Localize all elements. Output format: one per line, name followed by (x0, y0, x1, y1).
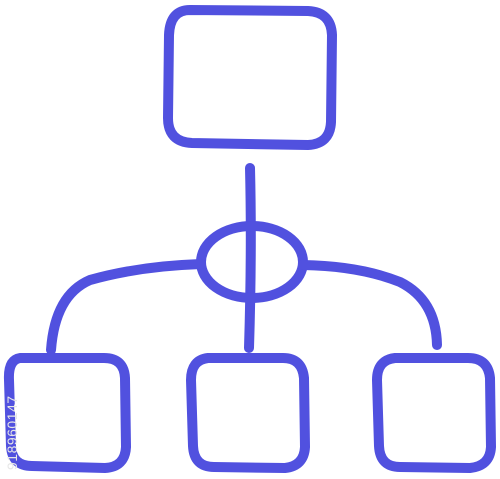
bottom-center-node-box (186, 353, 310, 473)
top-node-box (163, 5, 337, 150)
bottom-left-node-box (3, 353, 131, 473)
watermark-id: 918960147 (4, 395, 20, 470)
right-branch-line (298, 260, 442, 350)
left-branch-line (46, 259, 206, 355)
top-connector-line (244, 163, 256, 353)
bottom-right-node-box (372, 353, 496, 473)
